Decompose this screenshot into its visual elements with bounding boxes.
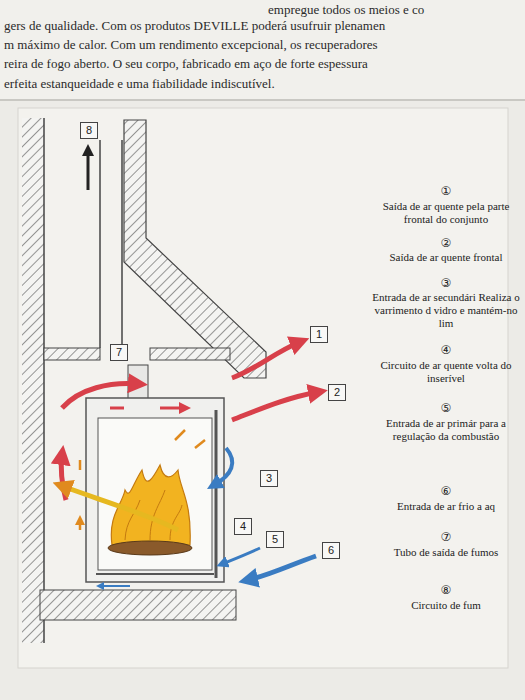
legend-description: Entrada de ar secundári Realiza o varrim… <box>372 291 520 330</box>
flame-lines <box>125 490 182 540</box>
cold-air-arrow <box>248 556 316 580</box>
legend-description: Entrada de ar frio a aq <box>372 500 520 513</box>
cold-air-arrow <box>222 548 260 564</box>
callout-number: 5 <box>267 533 283 546</box>
cold-air-arrow <box>214 448 232 485</box>
firebox <box>98 418 212 570</box>
band-edge <box>0 99 525 101</box>
flue-wall <box>99 140 101 348</box>
legend-number: ⑥ <box>431 484 461 498</box>
legend-number: ③ <box>431 276 461 290</box>
callout-box: 4 <box>234 518 252 535</box>
callout-box: 3 <box>260 470 278 487</box>
intro-text: gers de qualidade. Com os produtos DEVIL… <box>4 18 385 34</box>
hot-air-arrow <box>232 342 300 378</box>
door-glass <box>215 410 218 578</box>
hearth-base <box>40 590 236 620</box>
log <box>108 541 192 555</box>
legend-description: Saída de ar quente pela parte frontal do… <box>372 200 520 226</box>
legend-description: Entrada de ar primár para a regulação da… <box>372 417 520 443</box>
hood <box>124 120 266 378</box>
legend-number: ⑤ <box>431 401 461 415</box>
callout-box: 6 <box>322 542 340 559</box>
text-band <box>0 0 525 100</box>
callout-box: 1 <box>310 326 328 343</box>
hot-air-arrow <box>232 392 318 420</box>
intro-text: erfeita estanqueidade e uma fiabilidade … <box>4 76 275 92</box>
legend-number: ④ <box>431 343 461 357</box>
insert-body <box>86 398 224 582</box>
ceiling <box>150 348 230 360</box>
legend-number: ① <box>431 184 461 198</box>
callout-number: 7 <box>111 346 127 359</box>
diagram-panel <box>18 108 508 668</box>
legend-description: Circuito de ar quente volta do inserível <box>372 359 520 385</box>
legend-number: ⑦ <box>431 530 461 544</box>
callout-number: 8 <box>81 124 97 137</box>
legend-description: Saída de ar quente frontal <box>372 251 520 264</box>
cold-air-arrow <box>100 585 130 587</box>
callout-number: 2 <box>329 386 345 399</box>
intro-text: m máximo de calor. Com um rendimento exc… <box>4 37 378 53</box>
smoke-arrow <box>87 150 90 190</box>
callout-number: 6 <box>323 544 339 557</box>
flue-wall <box>121 140 123 348</box>
ash-tray <box>96 573 214 575</box>
legend-description: Circuito de fum <box>372 599 520 612</box>
legend-description: Tubo de saída de fumos <box>372 546 520 559</box>
ceiling <box>44 348 100 360</box>
small-flow-arrow <box>80 430 205 530</box>
callout-number: 1 <box>311 328 327 341</box>
legend-number: ② <box>431 236 461 250</box>
callout-number: 3 <box>261 472 277 485</box>
callout-number: 4 <box>235 520 251 533</box>
hot-air-arrow <box>110 407 185 410</box>
callout-box: 5 <box>266 531 284 548</box>
hot-air-arrow <box>61 455 66 500</box>
hot-air-arrow <box>62 384 138 408</box>
intro-text: reira de fogo aberto. O seu corpo, fabri… <box>4 56 368 72</box>
callout-box: 8 <box>80 122 98 139</box>
wall-face <box>43 118 45 643</box>
callout-box: 7 <box>110 344 128 361</box>
wall <box>22 118 44 643</box>
callout-box: 2 <box>328 384 346 401</box>
intro-text: empregue todos os meios e co <box>268 2 424 18</box>
legend-number: ⑧ <box>431 583 461 597</box>
